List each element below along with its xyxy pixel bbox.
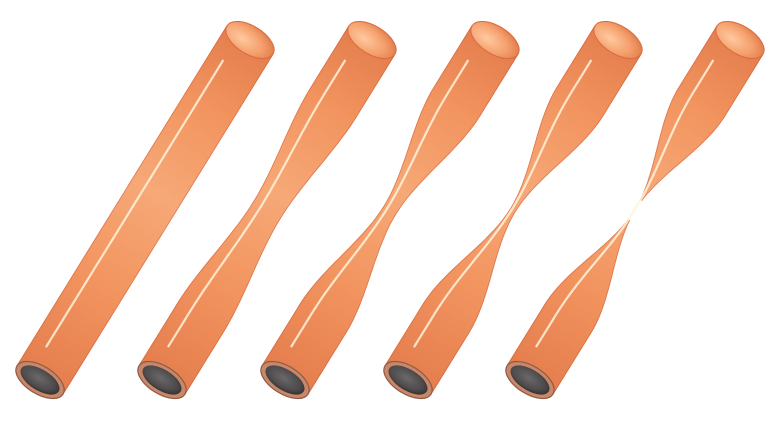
tube-shading [262, 26, 518, 394]
tube-stage-1 [10, 14, 281, 406]
tube-stage-3 [255, 14, 526, 406]
tube-shading [385, 26, 641, 394]
tube-shading [17, 26, 273, 394]
tube-shading [139, 26, 395, 394]
tube-stage-4 [378, 14, 649, 406]
tube-stage-5 [500, 14, 765, 406]
